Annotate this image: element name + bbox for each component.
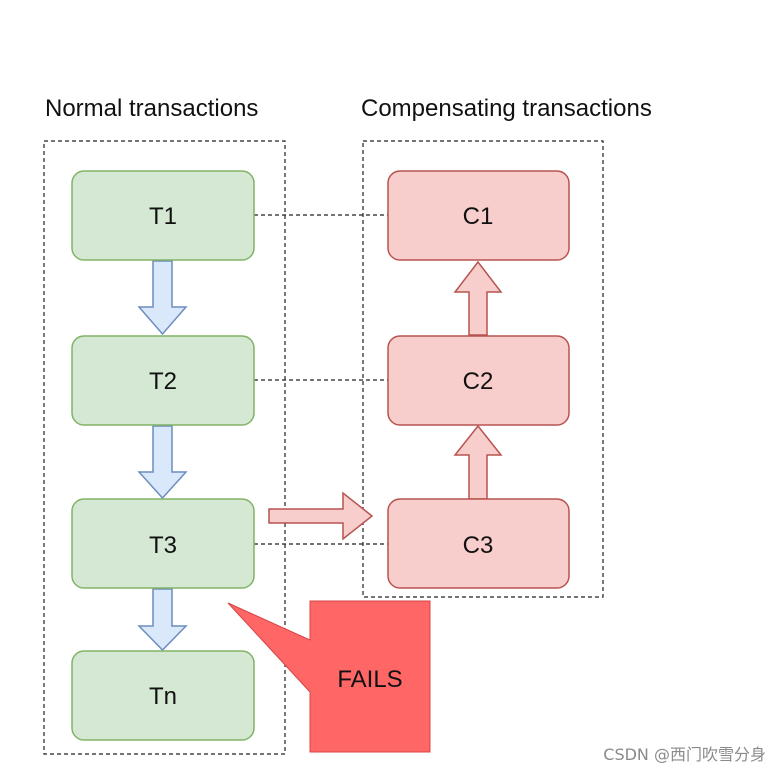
watermark: CSDN @西门吹雪分身 <box>603 745 766 764</box>
step-tn-label: Tn <box>149 683 177 710</box>
compensating-transactions-title: Compensating transactions <box>361 95 652 122</box>
normal-transactions-title: Normal transactions <box>45 95 258 122</box>
compensating-transactions-container <box>362 140 604 598</box>
step-t1-label: T1 <box>149 203 177 230</box>
step-c3-label: C3 <box>463 532 494 559</box>
arrow-t2-t3 <box>137 425 188 500</box>
fails-callout: FAILS <box>227 600 431 753</box>
normal-transactions-container <box>43 140 286 755</box>
step-c1: C1 <box>387 170 570 261</box>
step-t3-label: T3 <box>149 532 177 559</box>
step-t1: T1 <box>71 170 255 261</box>
arrow-c3-c2 <box>453 424 503 500</box>
step-t3: T3 <box>71 498 255 589</box>
fails-label: FAILS <box>337 666 402 693</box>
step-t2: T2 <box>71 335 255 426</box>
arrow-c2-c1 <box>453 260 503 336</box>
step-c2: C2 <box>387 335 570 426</box>
arrow-t1-t2 <box>137 260 188 336</box>
step-c1-label: C1 <box>463 203 494 230</box>
step-c3: C3 <box>387 498 570 589</box>
step-c2-label: C2 <box>463 368 494 395</box>
arrow-t3-tn <box>137 588 188 652</box>
step-t2-label: T2 <box>149 368 177 395</box>
arrow-t3-to-c3 <box>268 491 374 541</box>
step-tn: Tn <box>71 650 255 741</box>
